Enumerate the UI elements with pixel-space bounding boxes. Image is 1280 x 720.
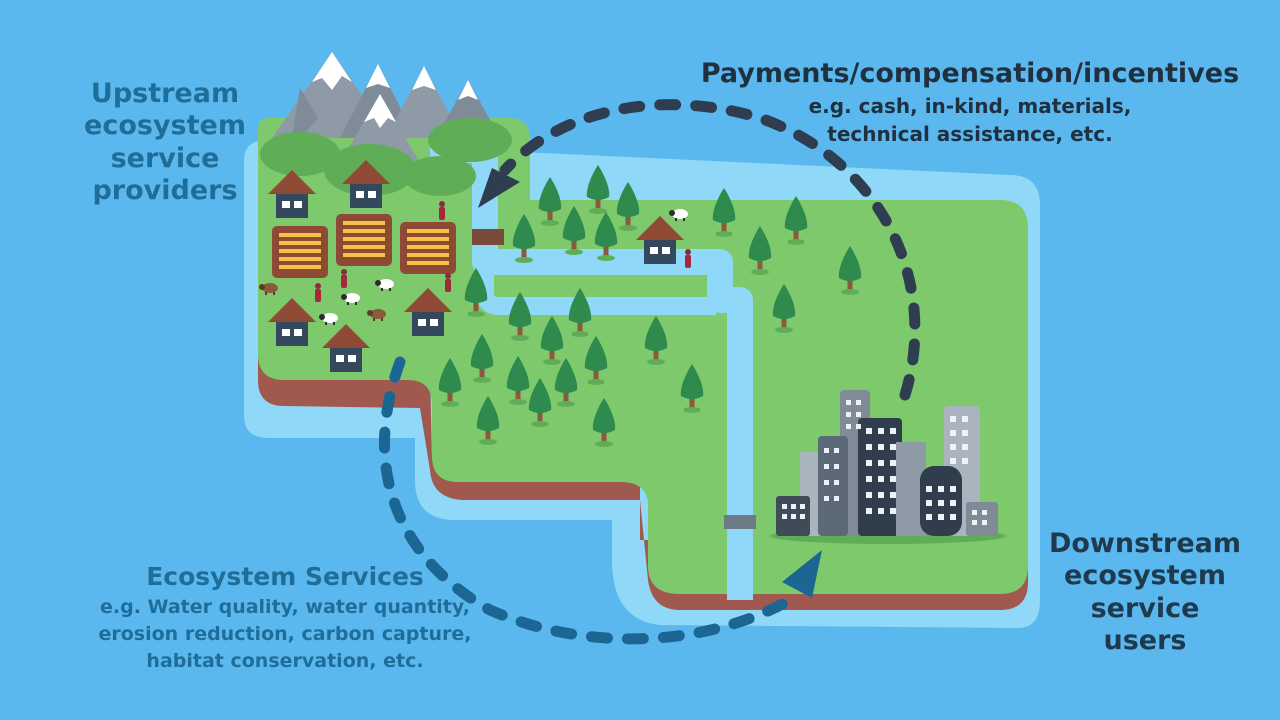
upstream-line-1: Upstream <box>90 78 240 109</box>
ecosystem-services-line-2: erosion reduction, carbon capture, <box>98 622 472 645</box>
downstream-users-label: Downstream ecosystem service users <box>1040 528 1250 658</box>
ecosystem-services-title: Ecosystem Services <box>146 562 424 591</box>
downstream-line-1: Downstream <box>1048 528 1242 559</box>
payments-label: Payments/compensation/incentives e.g. ca… <box>700 58 1240 146</box>
ecosystem-services-label: Ecosystem Services e.g. Water quality, w… <box>60 562 510 672</box>
city <box>770 390 1006 544</box>
ecosystem-services-line-1: e.g. Water quality, water quantity, <box>100 596 470 618</box>
payments-line-2: technical assistance, etc. <box>827 122 1113 147</box>
mountains <box>260 52 512 196</box>
ecosystem-services-line-3: habitat conservation, etc. <box>146 649 424 672</box>
payments-arrow <box>478 99 921 401</box>
upstream-line-3: service <box>110 142 220 174</box>
payments-line-1: e.g. cash, in-kind, materials, <box>808 94 1132 119</box>
upstream-line-2: ecosystem <box>84 110 246 142</box>
ecosystem-services-arrow <box>379 356 822 645</box>
payments-title: Payments/compensation/incentives <box>700 58 1240 89</box>
upstream-line-4: providers <box>92 175 238 207</box>
upstream-providers-label: Upstream ecosystem service providers <box>80 78 250 208</box>
downstream-line-4: users <box>1103 625 1187 657</box>
bridge-upper <box>472 229 504 245</box>
bridge-lower <box>724 515 756 529</box>
downstream-line-2: ecosystem <box>1064 560 1226 592</box>
downstream-line-3: service <box>1090 592 1200 624</box>
